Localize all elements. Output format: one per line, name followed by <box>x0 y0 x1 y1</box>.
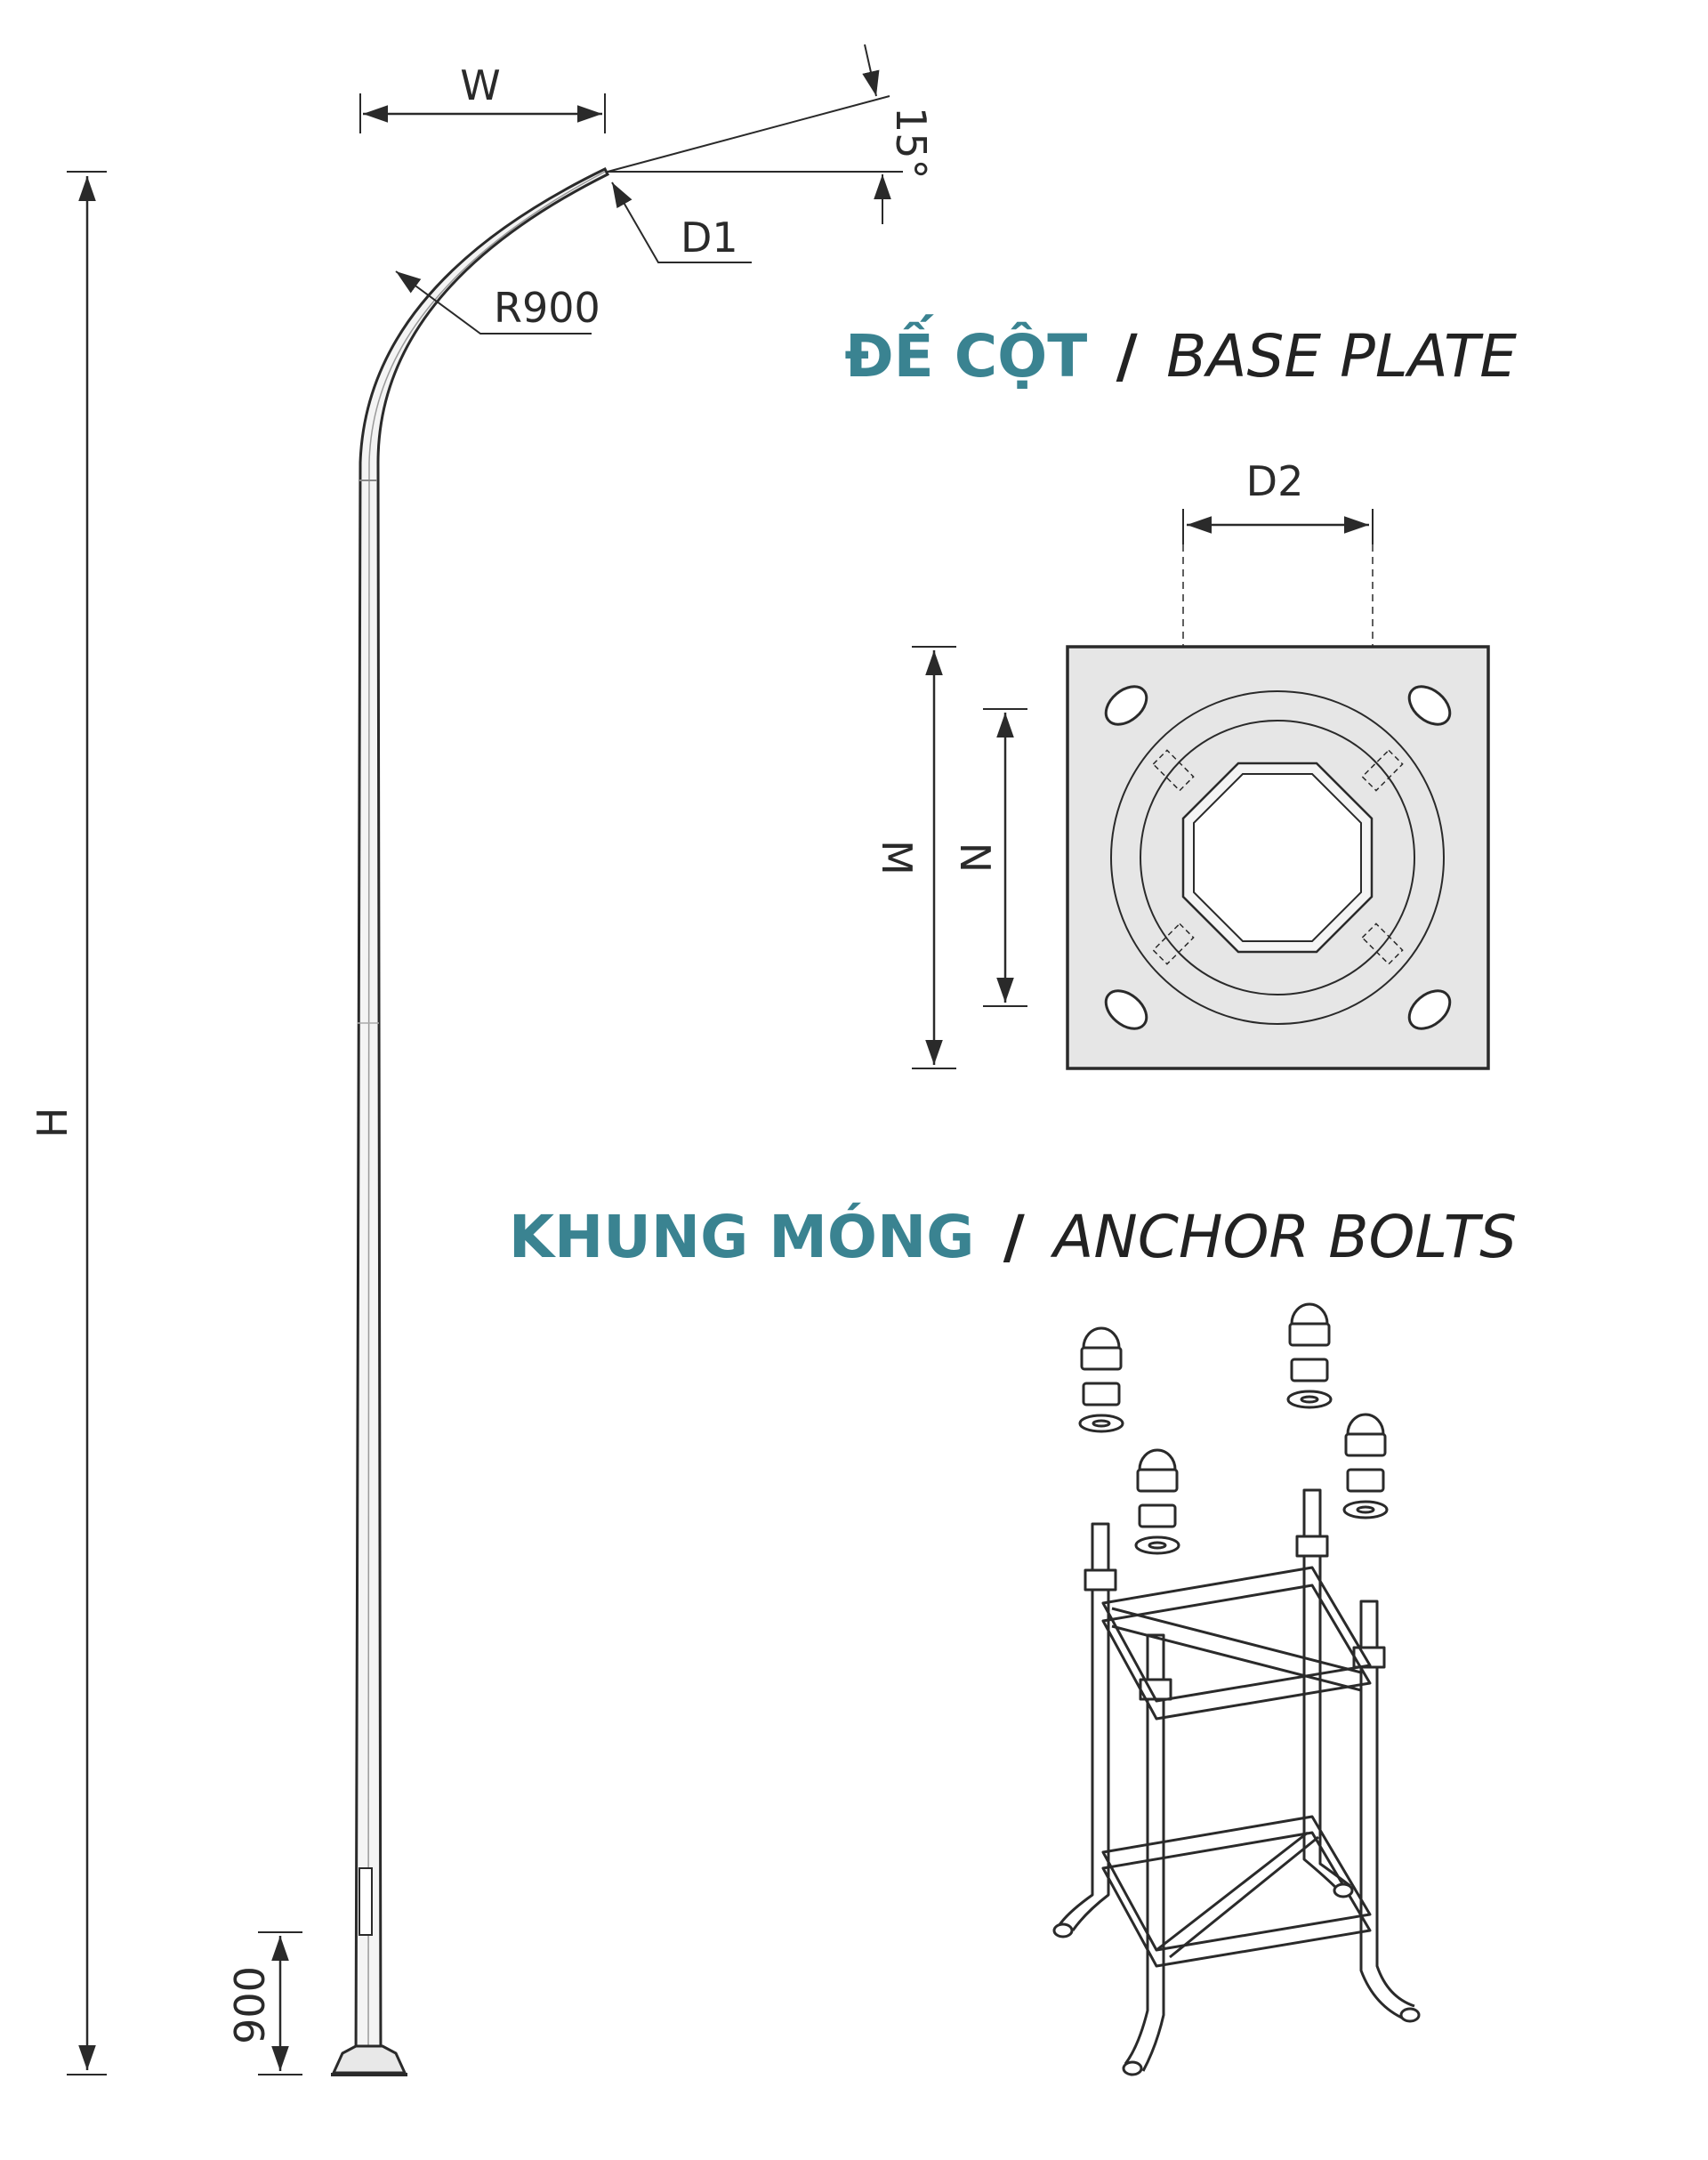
bottom-frame <box>1101 1815 1372 1968</box>
anchor-bolt-cage <box>1052 1302 1421 2076</box>
width-label: W <box>460 61 500 109</box>
bend-radius-label: R900 <box>494 284 600 332</box>
pole <box>331 167 610 2076</box>
door-height-label: 900 <box>226 1966 274 2044</box>
base-plate-title: ĐẾ CỘT / BASE PLATE <box>844 314 1517 391</box>
bolt-hardware-set <box>1078 1326 1124 1433</box>
anchor-bolts-title-en: ANCHOR BOLTS <box>1050 1203 1517 1271</box>
bolt-hardware-set <box>1342 1413 1389 1519</box>
plate-n-label: N <box>951 842 999 873</box>
bolt-hardware-set <box>1134 1448 1180 1555</box>
height-label: H <box>28 1108 77 1139</box>
bolt-hole <box>1407 685 1452 726</box>
bolt-spacing-label: D2 <box>1246 457 1304 505</box>
door-height-dimension: 900 <box>226 1931 302 2075</box>
base-plate-title-vi: ĐẾ CỘT <box>844 314 1087 391</box>
bolt-hardware-set <box>1286 1302 1333 1409</box>
bolt-hole <box>1407 989 1452 1030</box>
pole-door <box>359 1867 373 1936</box>
top-diameter-leader: D1 <box>611 181 752 263</box>
width-dimension: W <box>359 61 606 133</box>
base-plate-title-sep: / <box>1116 322 1139 391</box>
threaded-bolt-ends <box>1084 1488 1386 1701</box>
angle-label: 15° <box>887 107 935 180</box>
pole-base-flange <box>331 2044 407 2075</box>
bend-radius-leader: R900 <box>395 270 600 334</box>
bolt-hole <box>1104 685 1148 726</box>
base-plate-title-en: BASE PLATE <box>1166 322 1517 391</box>
vertical-rods <box>1057 1556 1415 2072</box>
height-dimension: H <box>28 171 107 2075</box>
anchor-bolts-title: KHUNG MÓNG / ANCHOR BOLTS <box>509 1203 1517 1271</box>
angle-dimension: 15° <box>607 44 935 224</box>
rod-feet <box>1052 1882 1421 2076</box>
base-plate-drawing: D2 M <box>873 457 1490 1070</box>
anchor-bolts-title-sep: / <box>1003 1203 1026 1271</box>
top-frame <box>1101 1566 1372 1721</box>
top-diameter-label: D1 <box>681 214 738 262</box>
plate-m-label: M <box>873 840 921 875</box>
pole-shaft <box>354 167 610 2073</box>
anchor-bolts-title-vi: KHUNG MÓNG <box>509 1203 975 1271</box>
bolt-hole <box>1104 989 1148 1030</box>
